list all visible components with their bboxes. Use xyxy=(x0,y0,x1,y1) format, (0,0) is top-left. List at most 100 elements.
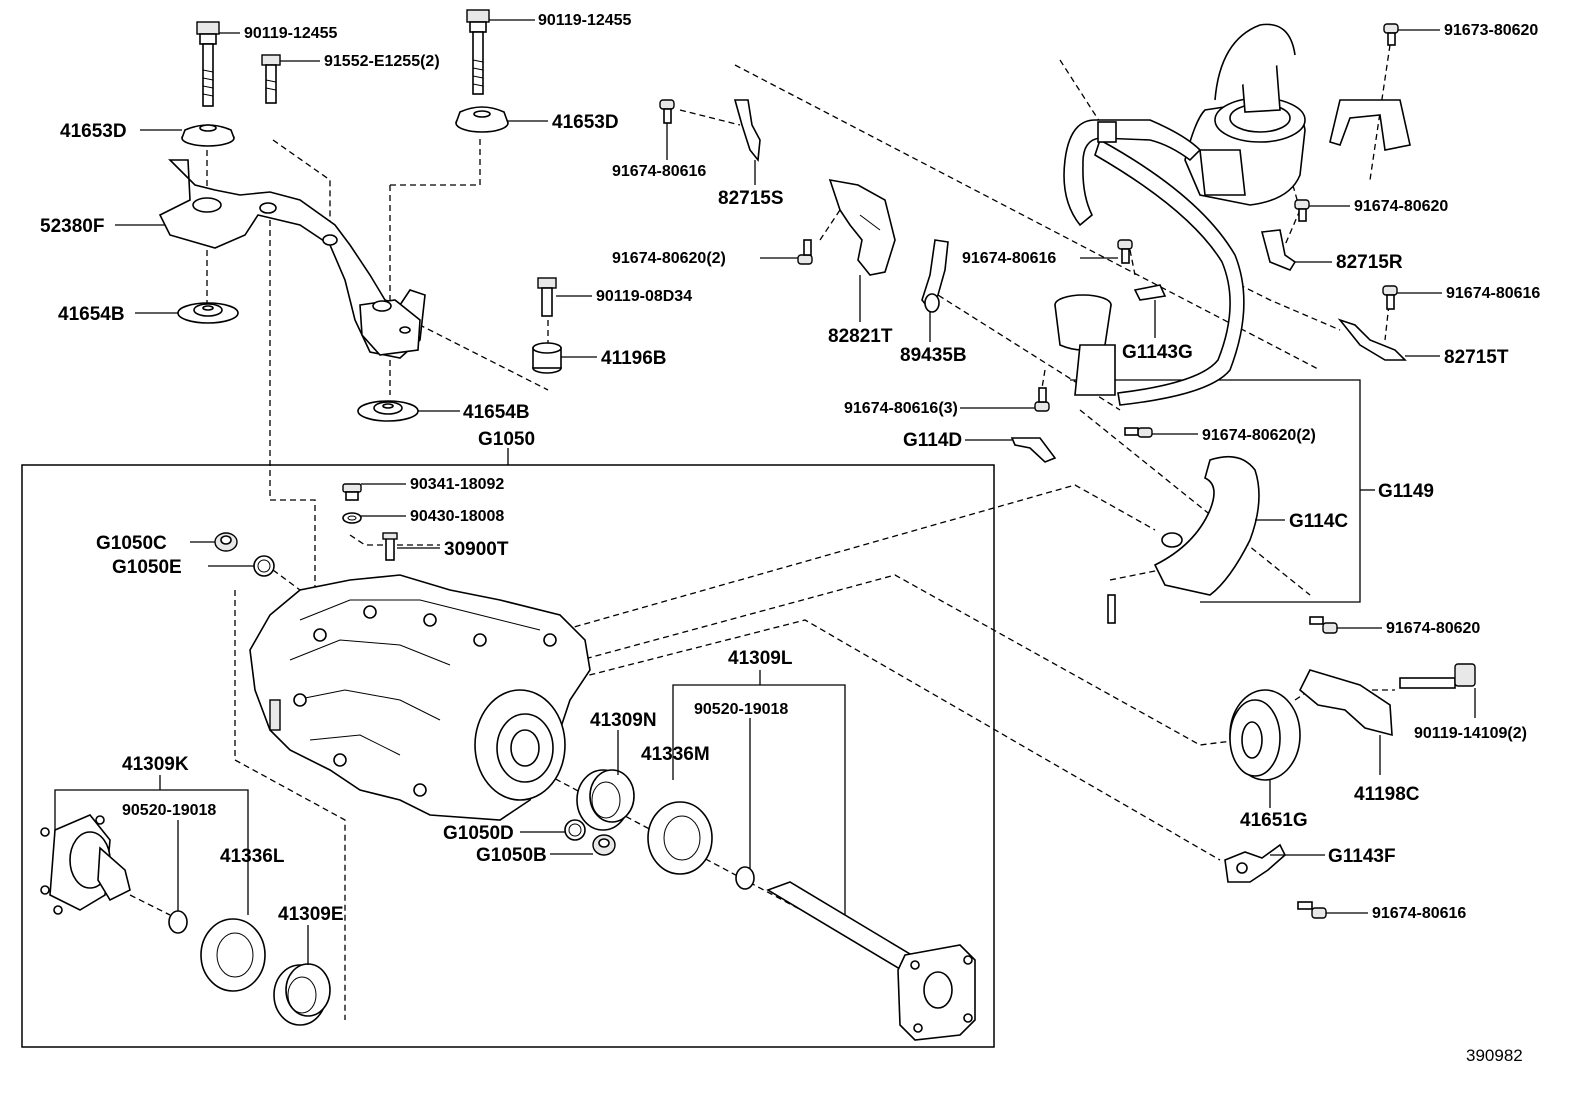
label-g1050c: G1050C xyxy=(96,533,167,554)
label-b16: 90520-19018 xyxy=(694,701,788,718)
mount-41653d-left-icon xyxy=(181,124,235,147)
clip-g1143g-icon xyxy=(1133,284,1167,301)
label-41653d-left: 41653D xyxy=(60,121,127,142)
clip-g114d-icon xyxy=(1010,437,1057,463)
label-g1143g: G1143G xyxy=(1122,342,1193,363)
plug-g1050c-icon xyxy=(214,532,238,552)
bolt-91674-80620-b-icon xyxy=(1294,199,1310,222)
label-g1143f: G1143F xyxy=(1328,846,1396,867)
label-b6: 91674-80620(2) xyxy=(612,250,726,267)
bolt-91674-80616-b-icon xyxy=(1117,239,1133,264)
bracket-82715s-icon xyxy=(733,99,761,163)
snapring-90520-right-icon xyxy=(735,866,755,890)
label-41653d-right: 41653D xyxy=(552,112,619,133)
bracket-82821t-icon xyxy=(828,178,896,276)
gasket-g1050e-icon xyxy=(253,555,275,577)
label-g114c: G114C xyxy=(1289,511,1348,532)
seal-41336m-icon xyxy=(647,801,713,875)
label-b7: 91674-80616 xyxy=(962,250,1056,267)
label-41336l: 41336L xyxy=(220,846,285,867)
flange-41309k-icon xyxy=(40,814,131,915)
label-g1050b: G1050B xyxy=(476,845,547,866)
mount-41651g-icon xyxy=(1229,689,1301,781)
crossmember-52380f-icon xyxy=(158,159,426,359)
bracket-41198c-icon xyxy=(1299,669,1393,737)
label-b14: 90341-18092 xyxy=(410,476,504,493)
label-82715s: 82715S xyxy=(718,188,784,209)
bolt-91674-80620-c-icon xyxy=(1124,427,1153,438)
seal-41309n-icon xyxy=(576,769,635,831)
mount-41653d-right-icon xyxy=(455,106,509,133)
differential-housing-icon xyxy=(249,574,591,821)
pin-icon xyxy=(1107,594,1116,624)
label-b18: 90119-14109(2) xyxy=(1414,725,1527,742)
label-b8: 91673-80620 xyxy=(1444,22,1538,39)
label-41198c: 41198C xyxy=(1354,784,1420,805)
label-b9: 91674-80620 xyxy=(1354,198,1448,215)
bolt-90119-12455-right-icon xyxy=(466,9,490,95)
label-89435b: 89435B xyxy=(900,345,967,366)
label-g1050: G1050 xyxy=(478,429,535,450)
label-g1050d: G1050D xyxy=(443,823,514,844)
label-g1050e: G1050E xyxy=(112,557,182,578)
label-b17: 90520-19018 xyxy=(122,802,216,819)
bolt-91674-80616-d-icon xyxy=(1034,387,1050,412)
label-41336m: 41336M xyxy=(641,744,710,765)
sensor-89435b-icon xyxy=(921,239,949,313)
vent-30900t-icon xyxy=(382,532,398,561)
hose-assembly-icon xyxy=(1063,119,1245,406)
label-82821t: 82821T xyxy=(828,326,893,347)
seal-41336l-icon xyxy=(200,918,266,992)
snapring-90520-left-icon xyxy=(168,910,188,934)
label-41309e: 41309E xyxy=(278,904,344,925)
bolt-91674-80620-a-icon xyxy=(797,239,813,265)
gasket-90430-18008-icon xyxy=(342,512,362,524)
label-b10: 91674-80616 xyxy=(1446,285,1540,302)
label-b15: 90430-18008 xyxy=(410,508,504,525)
washer-41654b-right-icon xyxy=(357,400,419,422)
label-b3: 91552-E1255(2) xyxy=(324,53,440,70)
label-g1149: G1149 xyxy=(1378,481,1434,502)
bolt-90119-08d34-icon xyxy=(537,277,557,317)
label-41654b-right: 41654B xyxy=(463,402,530,423)
label-b19: 91674-80616 xyxy=(1372,905,1466,922)
plug-90341-18092-icon xyxy=(342,483,362,501)
actuator-assembly-icon xyxy=(1184,23,1306,206)
duct-g114c-icon xyxy=(1153,455,1260,596)
bracket-82715r-icon xyxy=(1260,229,1297,271)
bracket-top-right-icon xyxy=(1329,99,1411,151)
seal-41309e-icon xyxy=(273,963,331,1026)
label-b1: 90119-12455 xyxy=(244,25,338,42)
gasket-g1050d-icon xyxy=(564,819,586,841)
label-41654b-left: 41654B xyxy=(58,304,125,325)
label-41651g: 41651G xyxy=(1240,810,1308,831)
bolt-91552-icon xyxy=(261,54,281,104)
label-41196b: 41196B xyxy=(601,348,667,369)
fitting-assembly-icon xyxy=(1054,294,1116,396)
bolt-91674-80616-c-icon xyxy=(1382,285,1398,310)
label-52380f: 52380F xyxy=(40,216,104,237)
label-30900t: 30900T xyxy=(444,539,509,560)
label-b5: 91674-80616 xyxy=(612,163,706,180)
label-b4: 90119-08D34 xyxy=(596,288,692,305)
washer-41654b-left-icon xyxy=(177,302,239,324)
bolt-90119-14109-icon xyxy=(1399,663,1476,689)
label-b2: 90119-12455 xyxy=(538,12,632,29)
plug-g1050b-icon xyxy=(592,834,616,856)
bolt-91674-80616-a-icon xyxy=(659,99,675,124)
label-b12: 91674-80620(2) xyxy=(1202,427,1316,444)
bracket-g1143f-icon xyxy=(1224,843,1286,883)
label-41309n: 41309N xyxy=(590,710,657,731)
bolt-91673-80620-icon xyxy=(1383,23,1399,46)
label-41309k: 41309K xyxy=(122,754,189,775)
bracket-82715t-icon xyxy=(1337,318,1407,361)
bushing-41196b-icon xyxy=(532,342,562,374)
diagram-reference-number: 390982 xyxy=(1466,1046,1523,1065)
bolt-90119-12455-left-icon xyxy=(196,21,220,107)
label-82715t: 82715T xyxy=(1444,347,1509,368)
driveshaft-41309l-icon xyxy=(766,881,976,1041)
label-b13: 91674-80620 xyxy=(1386,620,1480,637)
label-82715r: 82715R xyxy=(1336,252,1403,273)
label-41309l: 41309L xyxy=(728,648,793,669)
